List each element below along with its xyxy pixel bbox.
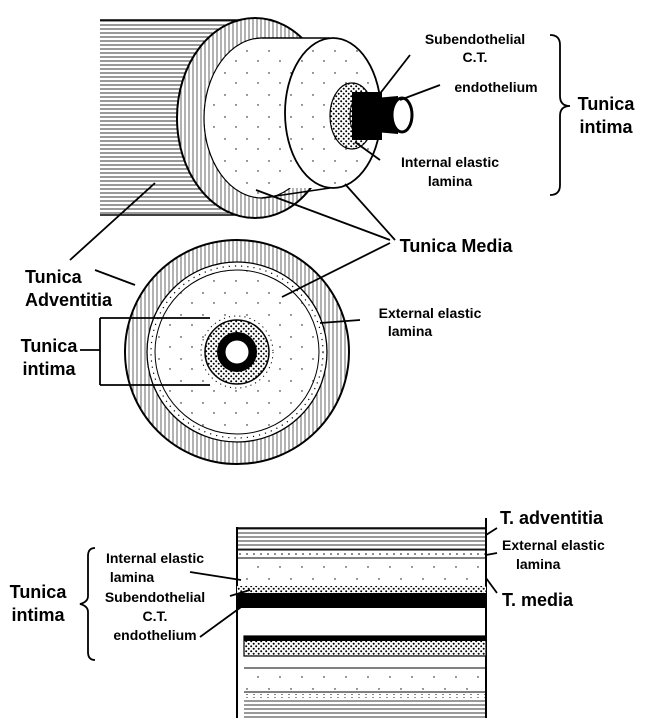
label-t-adventitia: T. adventitia [500,508,604,528]
media-band [237,559,486,585]
labels: Subendothelial C.T. endothelium Internal… [10,31,636,643]
label-internal-elastic-bottom-2: lamina [110,569,155,585]
subendothelial-band [237,586,486,593]
label-tunica-intima-top-2: intima [579,117,633,137]
vessel-wall-section [236,518,487,718]
label-tunica-intima-bottom-2: intima [11,605,65,625]
label-internal-elastic-top-1: Internal elastic [401,154,499,170]
label-subendothelial-bottom-2: C.T. [143,608,168,624]
label-tunica-intima-mid-2: intima [22,359,76,379]
label-tunica-intima-bottom-1: Tunica [10,582,68,602]
endothelium-band [237,593,486,608]
vessel-cross-section [124,239,350,465]
label-endothelium-top: endothelium [454,79,537,95]
label-tunica-adventitia-1: Tunica [25,267,83,287]
lumen [224,339,250,365]
external-elastic-band [237,552,486,557]
label-tunica-intima-top-1: Tunica [578,94,636,114]
label-external-elastic-bottom-1: External elastic [502,537,605,553]
label-tunica-adventitia-2: Adventitia [25,290,113,310]
label-external-elastic-mid-1: External elastic [379,305,482,321]
label-tunica-media: Tunica Media [400,236,514,256]
label-tunica-intima-mid-1: Tunica [21,336,79,356]
label-subendothelial-top-1: Subendothelial [425,31,525,47]
vessel-3d-figure [100,17,414,219]
leader-lines [69,34,571,661]
label-external-elastic-bottom-2: lamina [516,556,561,572]
label-t-media: T. media [502,590,574,610]
label-internal-elastic-top-2: lamina [428,173,473,189]
label-external-elastic-mid-2: lamina [388,323,433,339]
label-internal-elastic-bottom-1: Internal elastic [106,550,204,566]
adventitia-band [237,528,486,550]
tunica-intima-tube [329,82,414,150]
label-subendothelial-top-2: C.T. [463,49,488,65]
label-endothelium-bottom: endothelium [113,627,196,643]
label-subendothelial-bottom-1: Subendothelial [105,589,205,605]
